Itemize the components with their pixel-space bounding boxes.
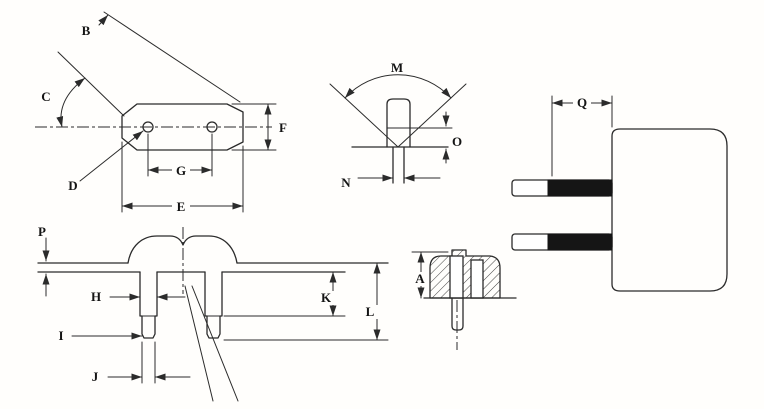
- dim-label-i: I: [58, 328, 63, 343]
- dim-label-g: G: [176, 163, 186, 178]
- dim-b-line: [103, 11, 241, 103]
- pin-upper-sleeve: [547, 179, 613, 197]
- label-bg: [317, 291, 335, 305]
- dim-label-h: H: [91, 289, 101, 304]
- face-outline: [121, 103, 244, 151]
- section-hatched-body: [429, 249, 501, 299]
- leader-line: [191, 285, 239, 402]
- dim-b-arrow: [98, 14, 109, 26]
- plug-side-view: [511, 95, 728, 292]
- pin-channel-left: [449, 255, 464, 299]
- plug-body-outline: [611, 128, 728, 292]
- dim-c-angle-arc: [56, 77, 86, 128]
- dim-label-p: P: [38, 224, 46, 239]
- pin-angle-view: [329, 74, 467, 184]
- dim-label-j: J: [92, 369, 99, 384]
- label-bg: [573, 96, 591, 110]
- dim-d-leader: [79, 130, 144, 182]
- dim-label-q: Q: [577, 95, 587, 110]
- leader-line: [184, 285, 214, 402]
- dim-label-l: L: [366, 304, 375, 319]
- dim-m-angle-arc: [344, 74, 452, 99]
- pin-right-outline: [204, 271, 223, 339]
- dim-label-n: N: [341, 175, 351, 190]
- dim-label-f: F: [279, 120, 287, 135]
- base-side-view: [37, 227, 389, 402]
- angle-leg-right: [397, 83, 467, 148]
- dim-label-b: B: [82, 23, 91, 38]
- label-bg: [172, 200, 190, 214]
- pin-channel-right: [470, 259, 484, 299]
- dim-label-k: K: [321, 290, 332, 305]
- dim-label-e: E: [177, 199, 186, 214]
- dim-label-a: A: [415, 271, 425, 286]
- pin-outline: [386, 98, 411, 148]
- pin-lower-sleeve: [547, 233, 613, 251]
- angle-leg-left: [329, 83, 399, 148]
- dim-label-o: O: [452, 134, 462, 149]
- dim-label-c: C: [41, 89, 50, 104]
- pin-left-outline: [139, 271, 158, 339]
- label-bg: [172, 164, 190, 178]
- dim-label-m: M: [391, 60, 403, 75]
- dim-label-d: D: [68, 178, 77, 193]
- dimension-labels: B C D E F G H I J K L M N O P Q A: [38, 23, 591, 384]
- section-detail-view: [411, 249, 517, 350]
- label-bg: [361, 305, 379, 319]
- dim-b-line2: [57, 51, 125, 117]
- label-bg: [411, 272, 429, 286]
- face-plan-view: [35, 11, 277, 213]
